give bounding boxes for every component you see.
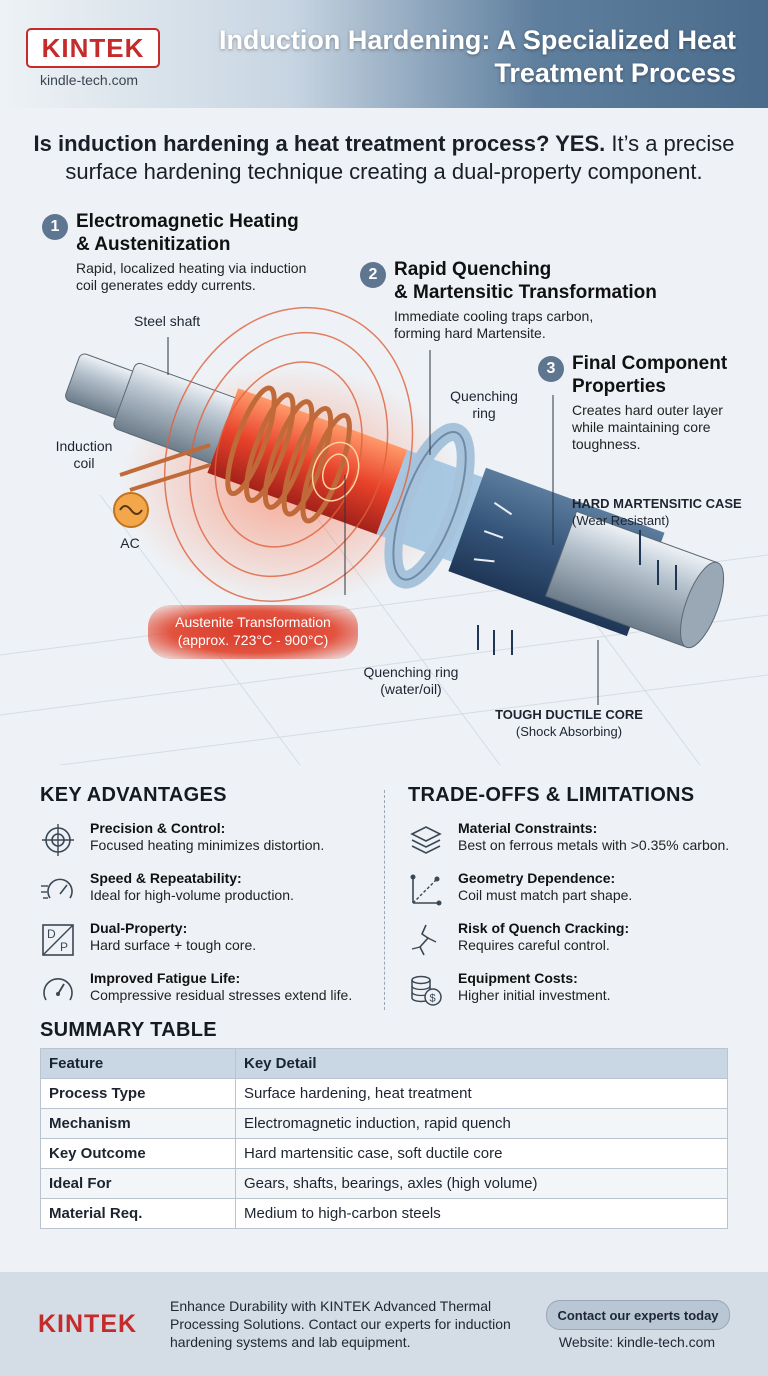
intro-bold: Is induction hardening a heat treatment … bbox=[33, 131, 606, 156]
coins-icon: $ bbox=[411, 975, 442, 1006]
advantage-desc: Focused heating minimizes distortion. bbox=[90, 837, 325, 853]
tradeoff-desc: Coil must match part shape. bbox=[458, 887, 633, 903]
coil-leads bbox=[119, 443, 211, 492]
step-title: Rapid Quenching& Martensitic Transformat… bbox=[394, 259, 657, 303]
shaft-diagram bbox=[0, 306, 768, 765]
label-steel-shaft: Steel shaft bbox=[134, 313, 201, 329]
table-cell: Electromagnetic induction, rapid quench bbox=[235, 1108, 728, 1139]
footer-text: Enhance Durability with KINTEK Advanced … bbox=[170, 1298, 511, 1350]
table-cell: Process Type bbox=[40, 1078, 236, 1109]
table-cell: Material Req. bbox=[40, 1198, 236, 1229]
advantage-item: Speed & Repeatability: Ideal for high-vo… bbox=[40, 870, 380, 914]
layers-icon bbox=[410, 826, 442, 854]
gauge-icon bbox=[43, 978, 73, 1001]
target-icon bbox=[42, 824, 74, 856]
step-1: 1 Electromagnetic Heating& Austenitizati… bbox=[42, 211, 362, 294]
table-header: Key Detail bbox=[235, 1048, 728, 1079]
table-cell: Medium to high-carbon steels bbox=[235, 1198, 728, 1229]
step-2: 2 Rapid Quenching& Martensitic Transform… bbox=[360, 259, 740, 342]
step-title: Electromagnetic Heating& Austenitization bbox=[76, 211, 299, 255]
section-divider bbox=[384, 790, 385, 1010]
advantage-title: Dual-Property: bbox=[90, 920, 188, 936]
table-row: Mechanism Electromagnetic induction, rap… bbox=[40, 1108, 728, 1139]
tradeoff-title: Equipment Costs: bbox=[458, 970, 578, 986]
advantage-desc: Hard surface + tough core. bbox=[90, 937, 257, 953]
step-number: 2 bbox=[360, 262, 386, 288]
step-desc: Immediate cooling traps carbon,forming h… bbox=[394, 308, 594, 341]
table-header-row: Feature Key Detail bbox=[40, 1048, 728, 1079]
advantage-desc: Ideal for high-volume production. bbox=[90, 887, 294, 903]
table-row: Key Outcome Hard martensitic case, soft … bbox=[40, 1138, 728, 1169]
website-link[interactable]: Website: kindle-tech.com bbox=[558, 1334, 716, 1350]
advantages-title: KEY ADVANTAGES bbox=[40, 784, 227, 806]
induction-coil bbox=[225, 385, 352, 524]
magnetic-field-lines bbox=[163, 306, 414, 603]
tradeoffs-title: TRADE-OFFS & LIMITATIONS bbox=[408, 784, 695, 806]
speedometer-icon bbox=[41, 878, 73, 899]
table-row: Process Type Surface hardening, heat tre… bbox=[40, 1078, 728, 1109]
page-title: Induction Hardening: A Specialized Heat … bbox=[218, 25, 736, 88]
steel-shaft bbox=[65, 306, 725, 649]
summary-table: Feature Key Detail Process Type Surface … bbox=[40, 1048, 728, 1229]
step-number: 3 bbox=[538, 356, 564, 382]
advantage-title: Improved Fatigue Life: bbox=[90, 970, 241, 986]
summary-title: SUMMARY TABLE bbox=[40, 1019, 217, 1041]
label-quench-ring-medium: Quenching ring(water/oil) bbox=[363, 664, 459, 697]
austenite-badge: Austenite Transformation(approx. 723°C -… bbox=[148, 605, 358, 659]
intro-text: Is induction hardening a heat treatment … bbox=[30, 130, 738, 186]
geometry-icon bbox=[410, 874, 442, 906]
tradeoff-item: Geometry Dependence: Coil must match par… bbox=[408, 870, 748, 914]
kintek-logo[interactable]: KINTEK bbox=[26, 28, 160, 68]
tradeoff-desc: Best on ferrous metals with >0.35% carbo… bbox=[458, 837, 730, 853]
table-row: Ideal For Gears, shafts, bearings, axles… bbox=[40, 1168, 728, 1199]
tradeoff-title: Geometry Dependence: bbox=[458, 870, 616, 886]
table-cell: Surface hardening, heat treatment bbox=[235, 1078, 728, 1109]
tradeoff-item: Risk of Quench Cracking: Requires carefu… bbox=[408, 920, 748, 964]
table-row: Material Req. Medium to high-carbon stee… bbox=[40, 1198, 728, 1229]
tradeoff-item: Material Constraints: Best on ferrous me… bbox=[408, 820, 748, 864]
eddy-currents bbox=[311, 441, 360, 502]
table-cell: Mechanism bbox=[40, 1108, 236, 1139]
tradeoff-item: $ Equipment Costs: Higher initial invest… bbox=[408, 970, 748, 1014]
dual-property-icon: DP bbox=[42, 924, 74, 956]
logo-site[interactable]: kindle-tech.com bbox=[40, 72, 139, 88]
advantage-title: Speed & Repeatability: bbox=[90, 870, 242, 886]
advantage-title: Precision & Control: bbox=[90, 820, 226, 836]
case-arrows bbox=[473, 501, 513, 563]
advantage-item: Precision & Control: Focused heating min… bbox=[40, 820, 380, 864]
table-cell: Ideal For bbox=[40, 1168, 236, 1199]
tradeoff-desc: Higher initial investment. bbox=[458, 987, 611, 1003]
table-cell: Hard martensitic case, soft ductile core bbox=[235, 1138, 728, 1169]
tradeoff-title: Risk of Quench Cracking: bbox=[458, 920, 630, 936]
table-cell: Key Outcome bbox=[40, 1138, 236, 1169]
table-cell: Gears, shafts, bearings, axles (high vol… bbox=[235, 1168, 728, 1199]
label-ductile-core: TOUGH DUCTILE CORE(Shock Absorbing) bbox=[495, 707, 643, 739]
leader-lines bbox=[167, 337, 599, 705]
quench-arrows bbox=[477, 530, 677, 655]
svg-text:P: P bbox=[60, 940, 68, 954]
advantage-item: Improved Fatigue Life: Compressive resid… bbox=[40, 970, 380, 1014]
tradeoff-desc: Requires careful control. bbox=[458, 937, 610, 953]
intro-rest: It’s a precise surface hardening techniq… bbox=[65, 131, 735, 184]
crack-icon bbox=[411, 924, 437, 956]
logo-text: KINTEK bbox=[41, 32, 145, 63]
svg-text:$: $ bbox=[430, 993, 436, 1005]
heated-zone bbox=[207, 388, 408, 535]
label-ac: AC bbox=[120, 535, 140, 551]
tradeoff-title: Material Constraints: bbox=[458, 820, 598, 836]
step-number: 1 bbox=[42, 214, 68, 240]
footer-logo[interactable]: KINTEK bbox=[38, 1310, 138, 1338]
svg-text:D: D bbox=[47, 927, 56, 941]
label-hard-case: HARD MARTENSITIC CASE(Wear Resistant) bbox=[572, 496, 742, 528]
advantage-desc: Compressive residual stresses extend lif… bbox=[90, 987, 353, 1003]
table-header: Feature bbox=[40, 1048, 236, 1079]
contact-experts-button[interactable]: Contact our experts today bbox=[546, 1300, 730, 1330]
